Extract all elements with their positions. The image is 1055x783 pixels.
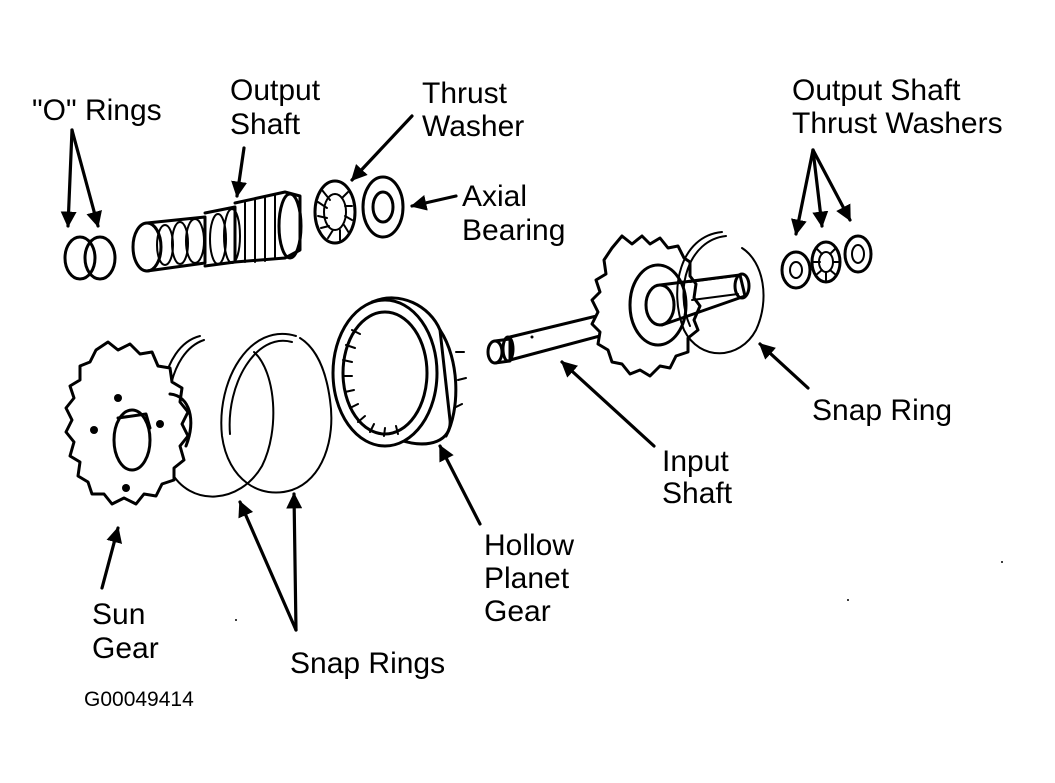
speck [1001,561,1003,563]
label-output-shaft-line1: Output [230,74,321,107]
label-hollow-planet-gear-line1: Hollow [484,529,574,562]
output-shaft-thrust-washers-part [780,234,873,290]
label-output-shaft-thrust-washers-line2: Thrust Washers [792,107,1003,140]
label-sun-gear-line2: Gear [92,632,159,665]
speck [235,619,237,621]
label-thrust-washer-line1: Thrust [422,77,508,110]
output-shaft-part [131,190,303,273]
snap-ring-right-part [676,231,765,355]
hollow-planet-gear-part [331,296,467,448]
label-hollow-planet-gear-line2: Planet [484,562,570,595]
label-axial-bearing-line2: Bearing [462,214,565,247]
speck [847,599,849,601]
sun-gear-part [64,340,193,506]
label-snap-rings: Snap Rings [290,647,445,680]
label-output-shaft-line2: Shaft [230,108,301,141]
label-axial-bearing-line1: Axial [462,180,527,213]
input-gear-part [590,234,751,378]
label-o-rings: "O" Rings [32,94,162,127]
labels: "O" Rings Output Shaft Thrust Washer Axi… [32,74,1003,711]
leader-arrows [60,114,852,632]
label-input-shaft-line2: Shaft [662,477,733,510]
label-hollow-planet-gear-line3: Gear [484,595,551,628]
o-rings-part [63,235,117,281]
figure-id: G00049414 [84,688,194,711]
label-output-shaft-thrust-washers-line1: Output Shaft [792,74,961,107]
label-sun-gear-line1: Sun [92,598,145,631]
axial-bearing-part [361,175,405,239]
label-snap-ring: Snap Ring [812,394,952,427]
label-input-shaft-line1: Input [662,445,729,478]
thrust-washer-part [313,179,357,245]
label-thrust-washer-line2: Washer [422,110,524,143]
